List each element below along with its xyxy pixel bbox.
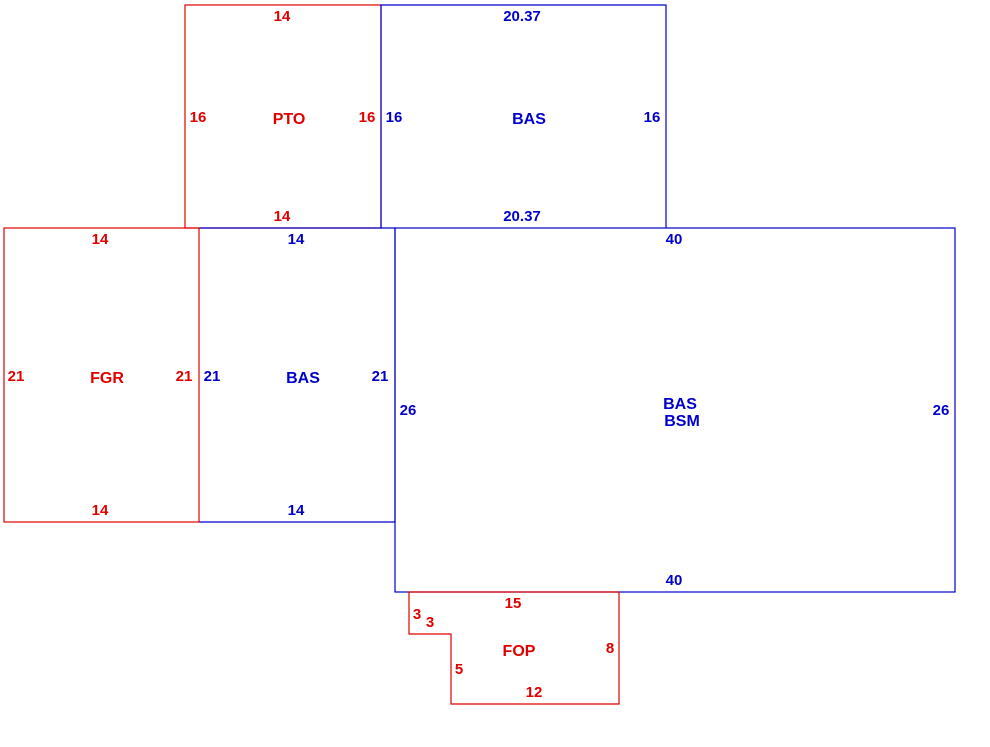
bas-bsm-dim-left: 26: [400, 402, 417, 419]
pto-area: PTO 14 14 16 16: [184, 4, 382, 229]
fgr-dim-bottom: 14: [92, 502, 109, 519]
bas-bsm-label-bsm: BSM: [664, 413, 700, 430]
bas-middle-label: BAS: [286, 370, 320, 387]
bas-middle-dim-bottom: 14: [288, 502, 305, 519]
pto-label: PTO: [273, 111, 306, 128]
fop-area: FOP 15 8 12 5 3 3: [408, 591, 620, 705]
bas-upper-dim-left: 16: [386, 109, 403, 126]
bas-upper-label: BAS: [512, 111, 546, 128]
bas-upper-outline: [380, 4, 667, 228]
fop-dim-top: 15: [505, 595, 522, 612]
bas-middle-dim-left: 21: [204, 368, 221, 385]
fgr-outline: [3, 227, 200, 523]
bas-upper-dim-bottom: 20.37: [503, 208, 541, 225]
fgr-dim-right: 21: [176, 368, 193, 385]
fgr-dim-left: 21: [8, 368, 25, 385]
fop-dim-left-lower: 5: [455, 661, 463, 678]
bas-bsm-dim-top: 40: [666, 231, 683, 248]
bas-middle-dim-top: 14: [288, 231, 305, 248]
bas-bsm-label-bas: BAS: [663, 396, 697, 413]
bas-bsm-dim-right: 26: [933, 402, 950, 419]
fop-outline: [408, 591, 620, 705]
pto-dim-left: 16: [190, 109, 207, 126]
fgr-area: FGR 14 14 21 21: [3, 227, 200, 523]
bas-bsm-area: BAS BSM 40 40 26 26: [394, 227, 956, 593]
bas-middle-dim-right: 21: [372, 368, 389, 385]
pto-dim-right: 16: [359, 109, 376, 126]
bas-upper-area: BAS 20.37 20.37 16 16: [380, 4, 667, 228]
fop-dim-step-horizontal: 3: [413, 606, 421, 623]
pto-dim-top: 14: [274, 8, 291, 25]
fop-dim-step-vertical: 3: [426, 614, 434, 631]
bas-bsm-outline: [394, 227, 956, 593]
pto-dim-bottom: 14: [274, 208, 291, 225]
fgr-label: FGR: [90, 370, 124, 387]
bas-bsm-dim-bottom: 40: [666, 572, 683, 589]
fop-dim-bottom: 12: [526, 684, 543, 701]
bas-middle-area: BAS 14 14 21 21: [199, 227, 396, 523]
bas-upper-dim-right: 16: [644, 109, 661, 126]
fgr-dim-top: 14: [92, 231, 109, 248]
bas-upper-dim-top: 20.37: [503, 8, 541, 25]
fop-dim-right: 8: [606, 640, 614, 657]
fop-label: FOP: [503, 643, 536, 660]
